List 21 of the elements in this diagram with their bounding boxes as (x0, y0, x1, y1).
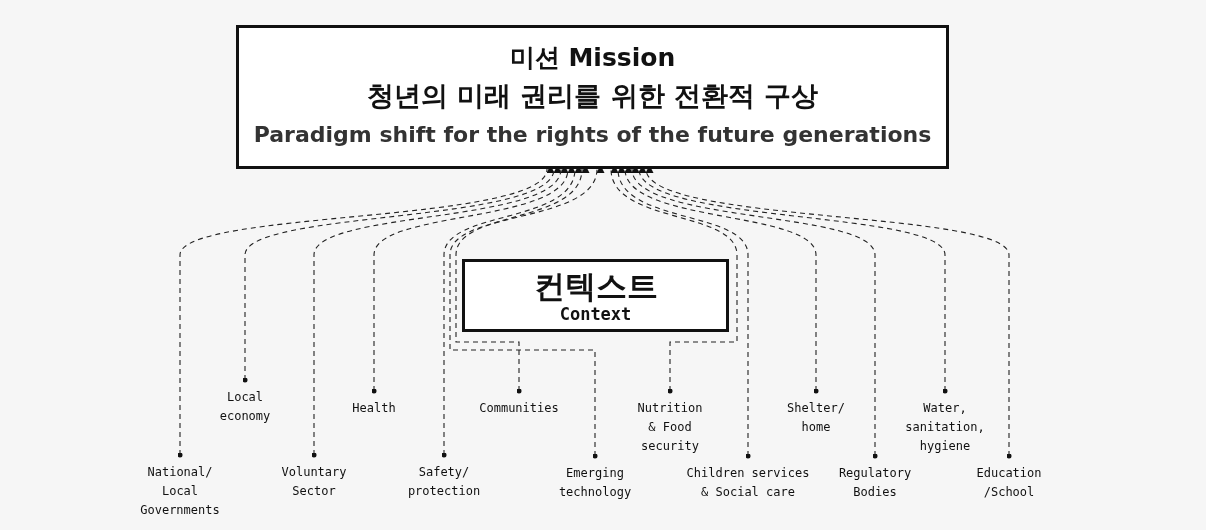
context-box (462, 259, 729, 332)
node-label: National/ Local Governments (140, 465, 220, 517)
node-label: Voluntary Sector (281, 465, 347, 498)
mission-box (236, 25, 949, 169)
node-label: Safety/ protection (407, 465, 481, 498)
context-subheading: Context (559, 303, 632, 324)
mission-description: Paradigm shift for the rights of the future generations (253, 121, 932, 149)
context-heading: 컨텍스트 (533, 267, 658, 304)
node-label: Children services & Social care (686, 466, 810, 499)
dashed-arrow (177, 167, 553, 458)
mission-subheading: 청년의 미래 권리를 위한 전환적 구상 (366, 79, 819, 113)
node-label: Regulatory Bodies (838, 466, 912, 499)
node-label: Local economy (219, 390, 271, 423)
node-label: Shelter/ home (787, 401, 845, 434)
mission-heading: 미션 Mission (509, 42, 676, 74)
node-label: Health (352, 401, 396, 415)
node-label: Emerging technology (558, 466, 632, 499)
node-label: Nutrition & Food security (637, 401, 703, 453)
node-label: Communities (479, 401, 559, 415)
node-label: Water, sanitation, hygiene (905, 401, 985, 453)
node-label: Education /School (976, 466, 1042, 499)
